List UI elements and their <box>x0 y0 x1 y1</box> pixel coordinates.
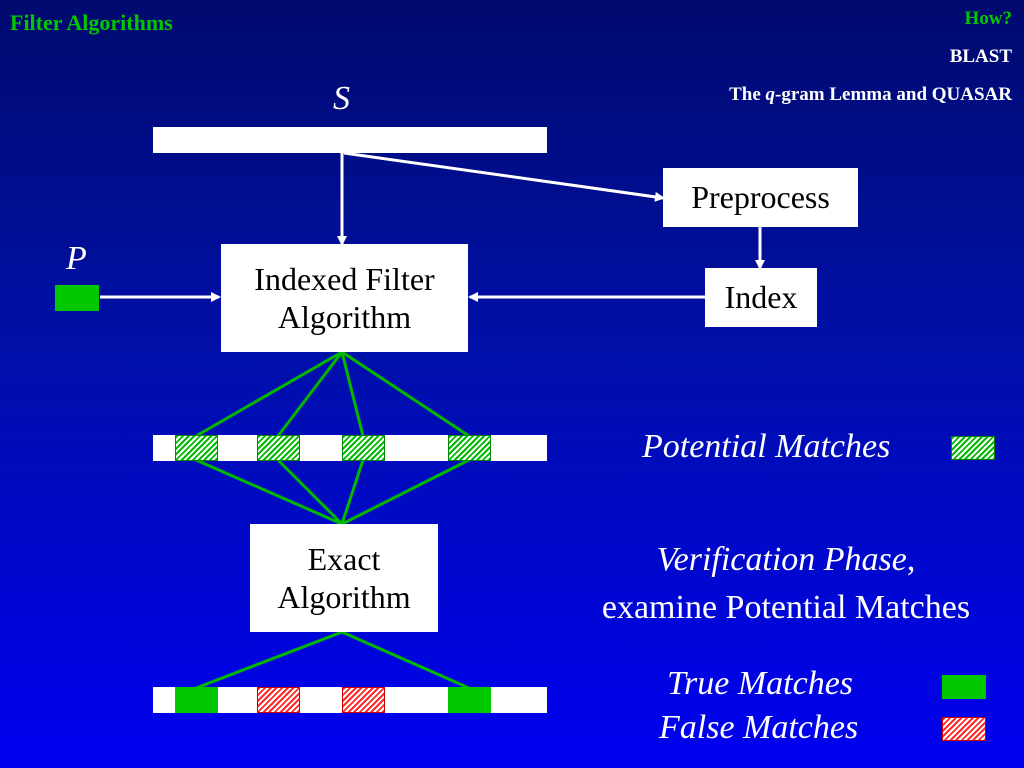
indexed-filter-box: Indexed Filter Algorithm <box>221 244 468 352</box>
pattern-block <box>55 285 99 311</box>
false-match-segment <box>342 687 385 713</box>
fan-line <box>195 350 343 438</box>
fan-line <box>341 630 470 690</box>
potential-matches-label: Potential Matches <box>642 428 891 465</box>
indexed-filter-line1: Indexed Filter <box>254 260 435 297</box>
potential-matches-swatch <box>951 436 995 460</box>
potential-match-segment <box>257 435 300 461</box>
nav-qgram-q: q <box>765 84 776 105</box>
fan-line <box>276 351 344 437</box>
exact-line2: Algorithm <box>277 579 411 615</box>
indexed-filter-line2: Algorithm <box>277 299 412 335</box>
true-matches-label: True Matches <box>667 665 854 702</box>
fan-line <box>341 350 470 438</box>
nav-qgram-prefix: The <box>729 84 766 105</box>
verification-phase-text: Verification Phase, examine Potential Ma… <box>570 536 1002 631</box>
result-strip <box>153 687 547 713</box>
potential-match-segment <box>342 435 385 461</box>
preprocess-box: Preprocess <box>663 168 858 227</box>
false-matches-label: False Matches <box>659 709 859 746</box>
verification-line2: examine Potential Matches <box>601 588 971 626</box>
fan-line <box>340 459 365 525</box>
true-match-segment <box>448 687 491 713</box>
verification-comma: , <box>906 541 916 578</box>
text-label-s: S <box>333 80 350 117</box>
slide-title: Filter Algorithms <box>10 10 173 35</box>
fan-line <box>276 458 344 526</box>
text-strip-s <box>153 127 547 153</box>
false-match-segment <box>257 687 300 713</box>
exact-algorithm-box: Exact Algorithm <box>250 524 438 632</box>
true-match-segment <box>175 687 218 713</box>
arrow-s-to-preprocess <box>343 151 665 202</box>
pattern-label-p: P <box>66 240 87 277</box>
nav-link-qgram-lemma[interactable]: The q-gram Lemma and QUASAR <box>729 84 1012 106</box>
false-matches-swatch <box>942 717 986 741</box>
fan-line <box>341 458 470 526</box>
potential-matches-strip <box>153 435 547 461</box>
exact-line1: Exact <box>307 540 381 577</box>
fan-line <box>195 458 343 526</box>
nav-qgram-suffix: -gram Lemma and QUASAR <box>775 84 1012 105</box>
nav-link-how[interactable]: How? <box>964 8 1013 29</box>
nav-link-blast[interactable]: BLAST <box>949 46 1012 67</box>
true-matches-swatch <box>942 675 986 699</box>
potential-match-segment <box>175 435 218 461</box>
filter-fan-lines <box>195 350 470 690</box>
verification-phase-label: Verification Phase <box>656 541 907 578</box>
index-box: Index <box>705 268 817 327</box>
fan-line <box>195 630 343 690</box>
fan-line <box>340 351 365 437</box>
verification-line1: Verification Phase, <box>570 536 1002 584</box>
potential-match-segment <box>448 435 491 461</box>
